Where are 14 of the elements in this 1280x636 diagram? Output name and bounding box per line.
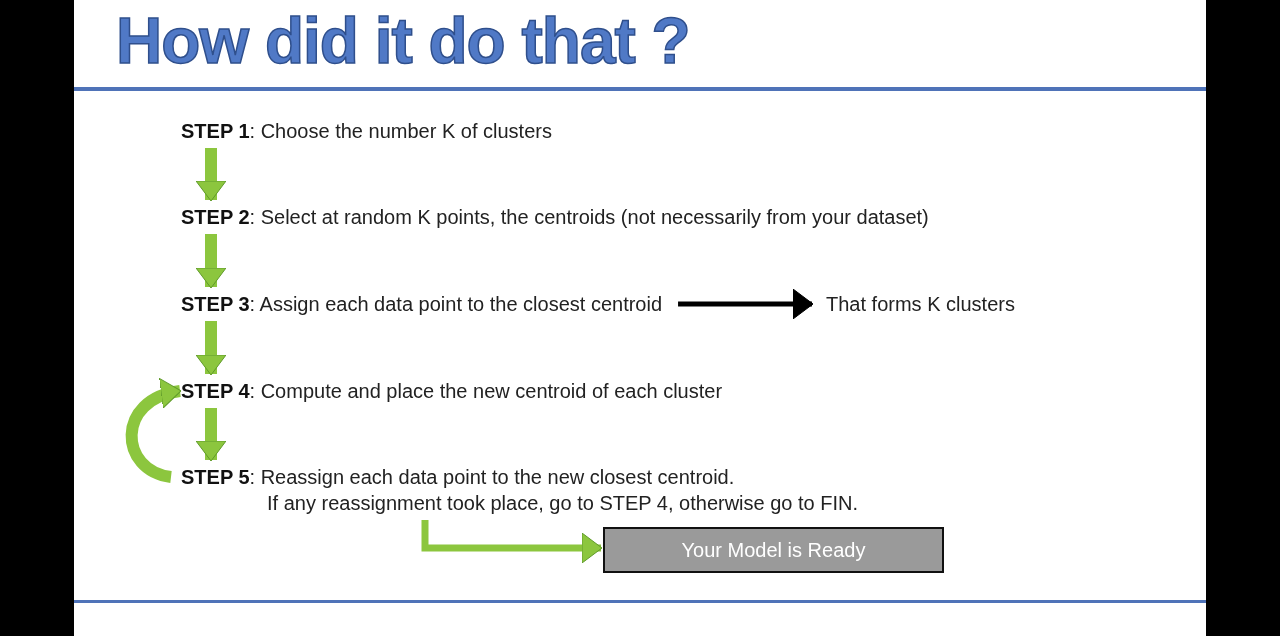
title: How did it do that ? <box>116 4 690 78</box>
arrow <box>195 148 227 202</box>
arrow <box>195 321 227 376</box>
step-text: STEP 2: Select at random K points, the centroids (not necessarily from your dataset) <box>181 205 929 230</box>
arrow <box>678 288 814 320</box>
step-text: STEP 1: Choose the number K of clusters <box>181 119 552 144</box>
step-text: If any reassignment took place, go to STEP 4, otherwise go to FIN. <box>267 491 859 516</box>
step-text: STEP 4: Compute and place the new centroid of each cluster <box>181 379 723 404</box>
arrow <box>195 408 227 462</box>
result-box: Your Model is Ready <box>603 527 944 573</box>
step-text: That forms K clusters <box>826 292 1015 317</box>
step-text: STEP 5: Reassign each data point to the new closest centroid. <box>181 465 736 490</box>
arrow <box>195 234 227 289</box>
step-text: STEP 3: Assign each data point to the closest centroid <box>181 292 663 317</box>
